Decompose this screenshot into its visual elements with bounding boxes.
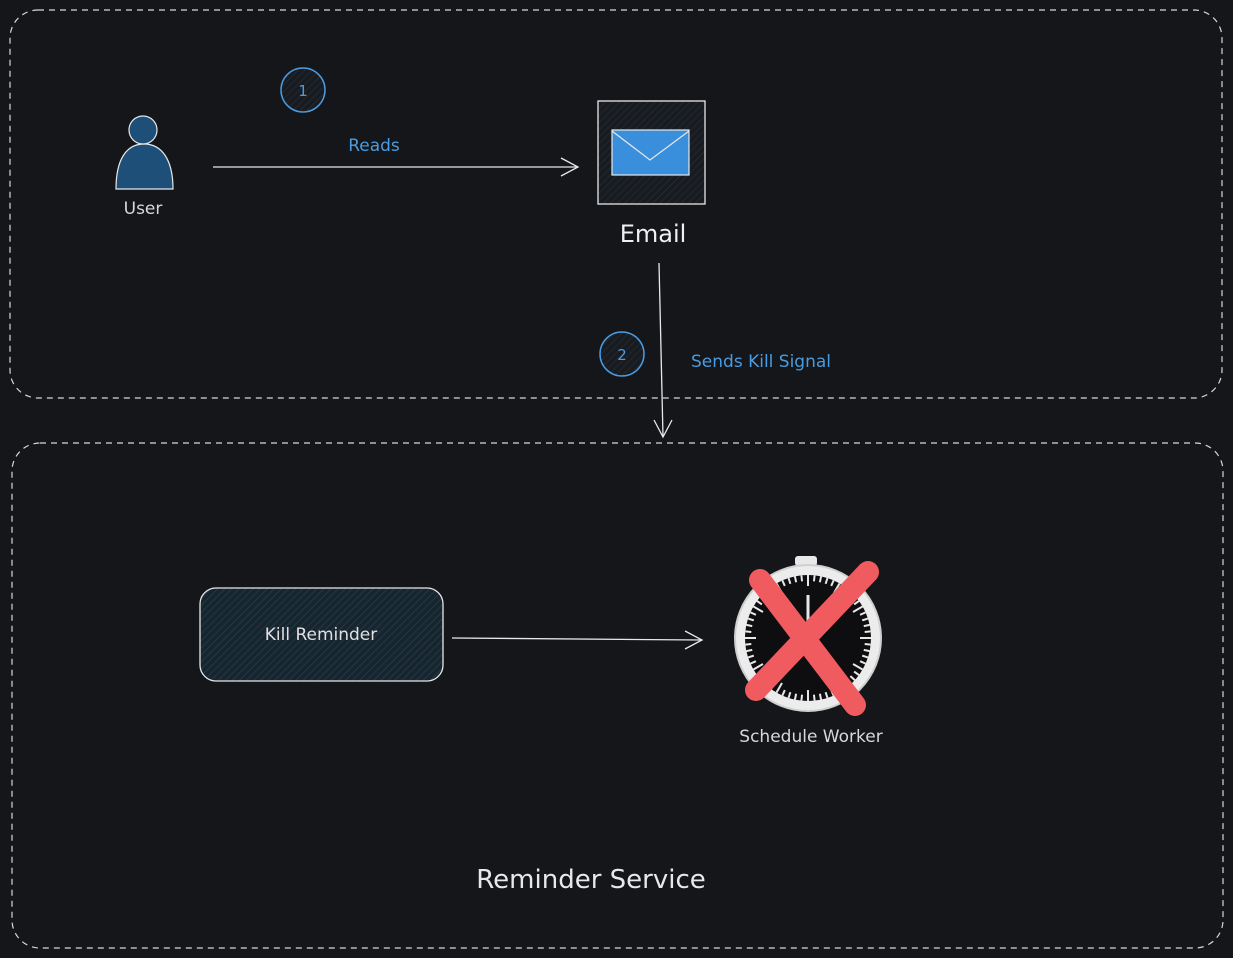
- stopwatch-tick: [793, 576, 798, 583]
- stopwatch-tick: [853, 600, 860, 606]
- stopwatch-tick: [752, 605, 764, 613]
- stopwatch-tick: [787, 577, 792, 585]
- stopwatch-tick: [861, 654, 869, 659]
- kill-signal-label: Sends Kill Signal: [691, 352, 831, 372]
- stopwatch-tick: [812, 575, 816, 582]
- stopwatch-tick: [812, 694, 816, 701]
- stopwatch-tick: [864, 642, 871, 646]
- step-1-badge: 1: [280, 67, 326, 113]
- kill-reminder-label: Kill Reminder: [265, 625, 378, 645]
- stopwatch-tick: [830, 580, 835, 587]
- stopwatch-tick: [861, 617, 869, 622]
- reminder-service-frame: [11, 442, 1224, 949]
- stopwatch-tick: [746, 623, 753, 628]
- user-icon: [115, 115, 174, 190]
- reminder-service-label: Reminder Service: [476, 865, 705, 895]
- stopwatch-tick: [859, 611, 866, 616]
- stopwatch-tick: [747, 617, 755, 622]
- kill-to-worker-arrow: [451, 630, 704, 650]
- stopwatch-tick: [863, 648, 870, 653]
- email-node: [597, 100, 706, 205]
- stopwatch-tick: [800, 575, 804, 582]
- step-2-badge: 2: [599, 331, 645, 377]
- user-label: User: [124, 199, 163, 219]
- stopwatch-tick: [793, 693, 798, 700]
- stopwatch-tick: [824, 691, 829, 699]
- step-2-number: 2: [617, 346, 627, 364]
- stopwatch-tick: [853, 670, 860, 676]
- stopwatch-tick: [750, 611, 757, 616]
- stopwatch-tick: [747, 654, 755, 659]
- step-1-number: 1: [298, 82, 308, 100]
- stopwatch-tick: [745, 630, 752, 634]
- kill-signal-arrow: [653, 262, 673, 439]
- envelope-icon: [611, 129, 690, 176]
- stopwatch-tick: [781, 580, 786, 587]
- stopwatch-tick: [752, 663, 764, 671]
- stopwatch-tick: [745, 642, 752, 646]
- schedule-worker-label: Schedule Worker: [739, 727, 882, 747]
- stopwatch-tick: [824, 577, 829, 585]
- stopwatch-tick: [863, 623, 870, 628]
- stopwatch-tick: [787, 691, 792, 699]
- stopwatch-tick: [781, 689, 786, 696]
- kill-reminder-box: [199, 587, 444, 682]
- stopwatch-tick: [849, 675, 856, 681]
- stopwatch-tick: [864, 630, 871, 634]
- cancel-cross-icon: [745, 561, 879, 716]
- reads-label: Reads: [348, 136, 400, 156]
- stopwatch-tick: [859, 660, 866, 665]
- stopwatch-tick: [775, 682, 783, 694]
- stopwatch-tick: [750, 660, 757, 665]
- stopwatch-tick: [800, 694, 804, 701]
- stopwatch-tick: [756, 600, 763, 606]
- stopwatch-tick: [818, 576, 823, 583]
- upper-group-frame: [9, 9, 1223, 399]
- stopwatch-tick: [852, 663, 864, 671]
- stopwatch-tick: [852, 605, 864, 613]
- stopwatch-tick: [746, 648, 753, 653]
- email-label: Email: [620, 220, 687, 248]
- reads-arrow: [213, 157, 580, 177]
- stopwatch-tick: [818, 693, 823, 700]
